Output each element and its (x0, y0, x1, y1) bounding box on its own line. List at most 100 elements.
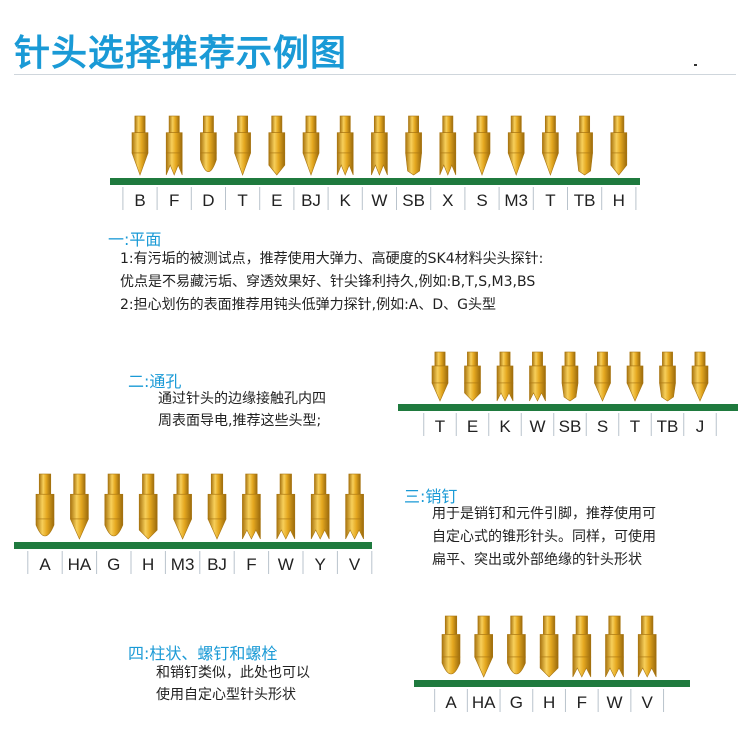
row3-label-5: BJ (207, 555, 227, 574)
section-plane-line-1: 1:有污垢的被测试点，推荐使用大弹力、高硬度的SK4材料尖头探针: (120, 251, 544, 267)
probe-barrel (138, 493, 158, 520)
probe-barrel (336, 132, 354, 154)
probe-barrel (626, 365, 644, 384)
row4-probe (539, 615, 559, 678)
row3-label-3: H (142, 555, 154, 574)
probe-tip (138, 518, 158, 540)
probe-shaft (532, 351, 543, 367)
row2-probe (464, 351, 481, 402)
row3-label-0: A (39, 555, 51, 574)
row3-probe (345, 473, 364, 540)
row3-probe (276, 473, 296, 540)
probe-shaft (176, 473, 189, 495)
probe-tip (35, 518, 55, 537)
row1-label-9: X (442, 191, 453, 210)
row1-probe (268, 115, 286, 176)
probe-shaft (564, 351, 576, 367)
row2-probe (496, 351, 514, 402)
probe-shaft (271, 115, 283, 133)
row1-label-13: TB (574, 191, 596, 210)
section-hole-line-1: 通过针头的边缘接触孔内四 (158, 391, 326, 407)
row1-probe (200, 115, 217, 172)
probe-barrel (691, 365, 709, 384)
probe-barrel (310, 493, 330, 520)
probe-tip (594, 382, 611, 402)
row2-probe (594, 351, 611, 402)
probe-tip (345, 518, 364, 540)
probe-shaft (467, 351, 478, 367)
probe-tip (576, 152, 593, 176)
probe-tip (371, 152, 388, 176)
row1-probe (507, 115, 525, 176)
probe-shaft (408, 115, 420, 133)
probe-tip (464, 382, 481, 402)
probe-barrel (207, 493, 227, 520)
section-pin-heading: 三:销钉 (404, 487, 458, 506)
probe-shaft (694, 351, 706, 367)
probe-barrel (610, 132, 628, 154)
probe-barrel (242, 493, 261, 520)
probe-shaft (348, 473, 361, 495)
probe-shaft (373, 115, 385, 133)
probe-barrel (70, 493, 89, 520)
row2-probe (529, 351, 546, 402)
corner-mark (694, 64, 697, 66)
probe-shaft (314, 473, 327, 495)
probe-barrel (659, 365, 676, 384)
probe-shaft (38, 473, 52, 495)
probe-tip (165, 152, 183, 176)
row1-probe (131, 115, 149, 176)
row2-label-1: E (467, 417, 478, 436)
row4-probe (474, 615, 494, 678)
row4-label-3: H (543, 693, 555, 712)
probe-shaft (597, 351, 608, 367)
probe-shaft (641, 615, 654, 635)
row4-probe (572, 615, 592, 678)
probe-tip (173, 518, 193, 540)
row4-label-6: V (642, 693, 654, 712)
section-pin-line-1: 用于是销钉和元件引脚，推荐使用可 (432, 506, 656, 522)
row4-label-4: F (577, 693, 587, 712)
probe-shaft (629, 351, 641, 367)
row1-probe (336, 115, 354, 176)
probe-barrel (561, 365, 579, 384)
probe-barrel (441, 634, 461, 658)
probe-tip (302, 152, 320, 176)
probe-tip (131, 152, 149, 176)
probe-shaft (73, 473, 86, 495)
section-plane-line-2: 优点是不易藏污垢、穿透效果好、针尖锋利持久,例如:B,T,S,M3,BS (120, 274, 536, 290)
probe-tip (69, 518, 89, 540)
row3-board (14, 542, 372, 549)
row1-probe (165, 115, 183, 176)
section-pin-line-2: 自定心式的锥形针头。同样，可使用 (432, 529, 656, 545)
row4-probe (637, 615, 657, 678)
probe-barrel (234, 132, 251, 154)
probe-shaft (305, 115, 317, 133)
row2-label-0: T (435, 417, 445, 436)
probe-barrel (104, 493, 124, 520)
probe-barrel (576, 132, 593, 154)
row1-label-2: D (202, 191, 214, 210)
row2-label-6: T (630, 417, 640, 436)
row1-label-5: BJ (301, 191, 321, 210)
probe-shaft (142, 473, 155, 495)
probe-shaft (510, 115, 522, 133)
row1-probe (473, 115, 491, 176)
row1-probe (234, 115, 252, 176)
row3-probe (69, 473, 89, 540)
probe-shaft (544, 115, 556, 133)
row1-label-10: S (476, 191, 487, 210)
row1-probe (439, 115, 457, 176)
section-hole-line-2: 周表面导电,推荐这些头型; (158, 413, 322, 429)
probe-shaft (202, 115, 214, 133)
row2-label-3: W (529, 417, 545, 436)
row2-label-8: J (696, 417, 705, 436)
row4-probe (441, 615, 461, 675)
row2-probe (561, 351, 579, 402)
row1-label-3: T (237, 191, 247, 210)
row4-label-2: G (510, 693, 523, 712)
